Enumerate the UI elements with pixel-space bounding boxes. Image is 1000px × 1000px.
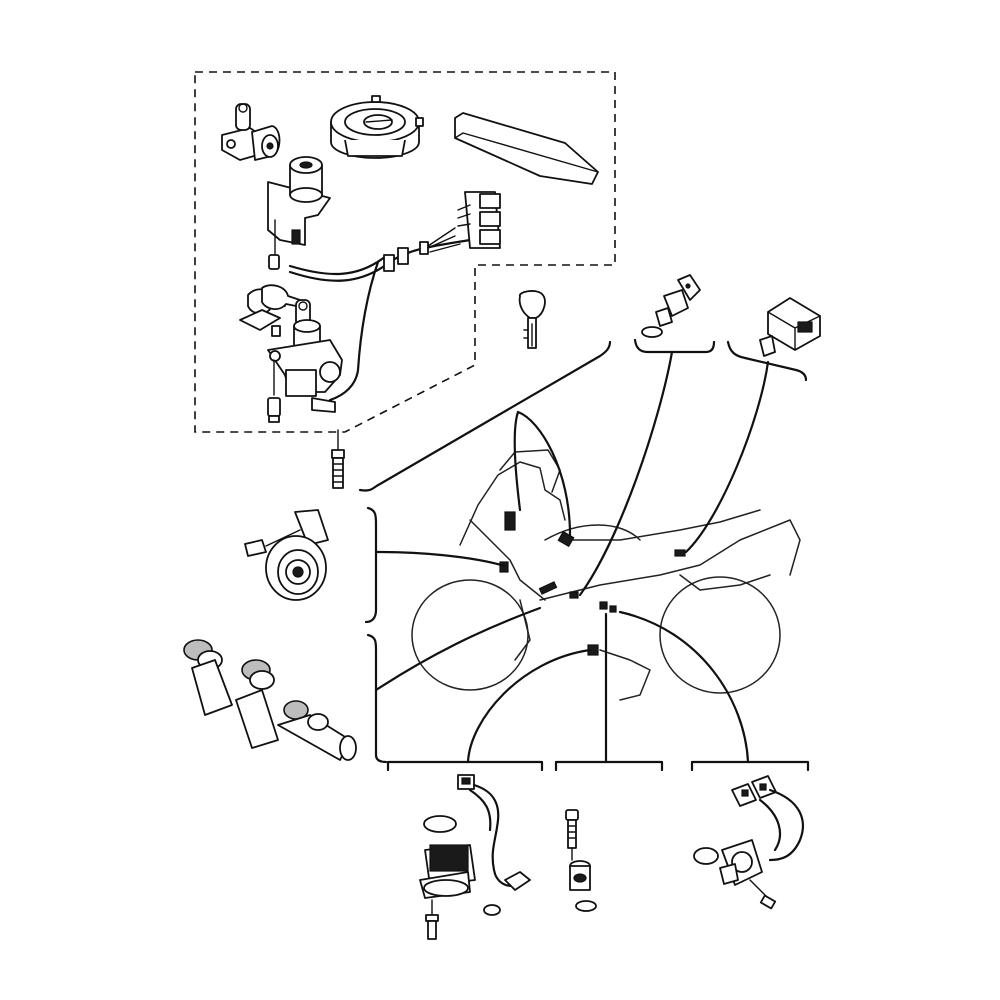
assembly-bolt [331,429,345,489]
callout-leaders [358,338,810,772]
seat-lock-part [221,103,281,161]
key-part [518,290,546,349]
neutral-switch-part [419,774,531,940]
fuel-tank-cap-part [330,95,424,159]
horn-part [244,509,329,601]
sensor-unit-part [641,274,701,338]
relay-part [759,297,821,357]
speed-sensor-part [693,775,804,910]
sidestand-switch-part [565,809,597,912]
keys-and-ignition-lower [239,284,343,423]
ignition-switch-upper [267,156,331,270]
motorcycle-outline [411,449,801,701]
seat-cover-plate-part [454,112,599,185]
wiring-harness [288,191,501,402]
assembly-dashed-outline [194,71,616,433]
spark-plug-caps-part [183,639,357,761]
